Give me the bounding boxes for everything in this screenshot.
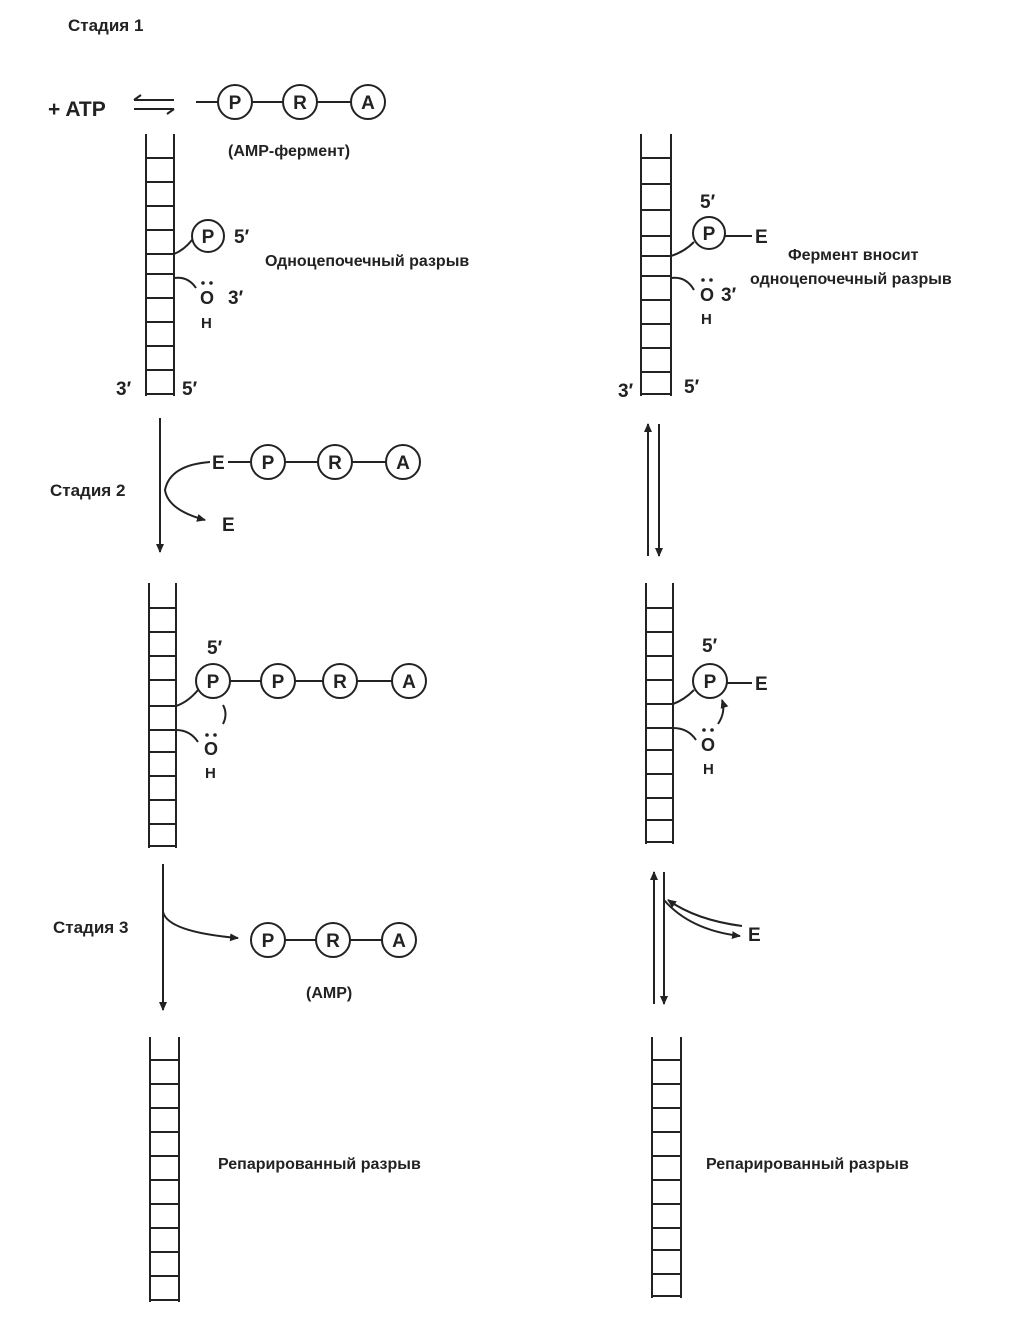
dna-ladder-nicked-right <box>640 134 672 396</box>
svg-text:5′: 5′ <box>700 192 716 213</box>
svg-text:H: H <box>201 315 212 332</box>
svg-text:A: A <box>392 931 406 952</box>
svg-text:A: A <box>361 93 375 114</box>
stage-1-label: Стадия 1 <box>68 16 143 35</box>
single-strand-break-label: Одноцепочечный разрыв <box>265 253 469 270</box>
svg-text:O: O <box>204 739 218 759</box>
stage-3-label: Стадия 3 <box>53 918 128 937</box>
amp-enzyme-chain: P R A <box>196 84 386 120</box>
dna-ladder-repaired-left <box>149 1037 180 1302</box>
svg-text:P: P <box>262 931 275 952</box>
svg-text:P: P <box>703 224 716 245</box>
svg-text:O: O <box>701 735 715 755</box>
stage-2-label: Стадия 2 <box>50 481 125 500</box>
svg-text:E: E <box>755 674 768 695</box>
svg-text:R: R <box>333 672 347 693</box>
svg-text:A: A <box>402 672 416 693</box>
nick-enzyme-right: 5′ P E O 3′ H <box>670 192 768 328</box>
stage-2-arrow-right <box>644 423 663 557</box>
svg-text:P: P <box>262 453 275 474</box>
amp-label: (АМР) <box>306 985 352 1002</box>
right-3prime-end: 3′ <box>618 381 634 402</box>
svg-text:O: O <box>200 288 214 308</box>
svg-text:A: A <box>396 453 410 474</box>
stage-3-arrow-left: P R A <box>159 864 417 1011</box>
enzyme-introduces-label-line2: одноцепочечный разрыв <box>750 271 952 288</box>
adenylated-nick-left: 5′ P P R A O H <box>175 638 427 782</box>
equilibrium-arrows-icon <box>133 94 175 115</box>
svg-text:R: R <box>326 931 340 952</box>
svg-text:P: P <box>229 93 242 114</box>
nick-phosphate-left: P 5′ O 3′ H <box>173 219 250 332</box>
stage-2-arrow-left: E P R A E <box>156 418 421 553</box>
enzyme-bound-nick-right: 5′ P E O H <box>672 636 768 778</box>
svg-text:P: P <box>207 672 220 693</box>
svg-text:H: H <box>205 765 216 782</box>
svg-text:5′: 5′ <box>207 638 223 659</box>
left-3prime-end: 3′ <box>116 379 132 400</box>
svg-text:H: H <box>701 311 712 328</box>
enzyme-introduces-label-line1: Фермент вносит <box>788 247 919 264</box>
svg-text:3′: 3′ <box>721 285 737 306</box>
repaired-break-label-right: Репарированный разрыв <box>706 1156 909 1173</box>
dna-ladder-adenylated-left <box>148 583 177 848</box>
stage-3-arrow-right: E <box>650 871 761 1005</box>
svg-text:O: O <box>700 285 714 305</box>
amp-enzyme-label: (АМР-фермент) <box>228 143 350 160</box>
svg-text:E: E <box>222 515 235 536</box>
dna-ladder-enzyme-right <box>645 583 674 844</box>
plus-atp-label: + ATP <box>48 98 106 121</box>
svg-text:R: R <box>293 93 307 114</box>
dna-ladder-repaired-right <box>651 1037 682 1298</box>
svg-text:P: P <box>704 672 717 693</box>
svg-text:E: E <box>748 925 761 946</box>
svg-text:P: P <box>272 672 285 693</box>
svg-text:5′: 5′ <box>234 227 250 248</box>
svg-text:R: R <box>328 453 342 474</box>
dna-ladder-nicked-left <box>145 134 175 396</box>
adenine-circle <box>350 84 386 120</box>
left-5prime-end: 5′ <box>182 379 198 400</box>
repaired-break-label-left: Репарированный разрыв <box>218 1156 421 1173</box>
right-5prime-end: 5′ <box>684 377 700 398</box>
svg-text:P: P <box>202 227 215 248</box>
svg-text:E: E <box>212 453 225 474</box>
svg-text:5′: 5′ <box>702 636 718 657</box>
svg-text:E: E <box>755 227 768 248</box>
svg-text:H: H <box>703 761 714 778</box>
svg-text:3′: 3′ <box>228 288 244 309</box>
